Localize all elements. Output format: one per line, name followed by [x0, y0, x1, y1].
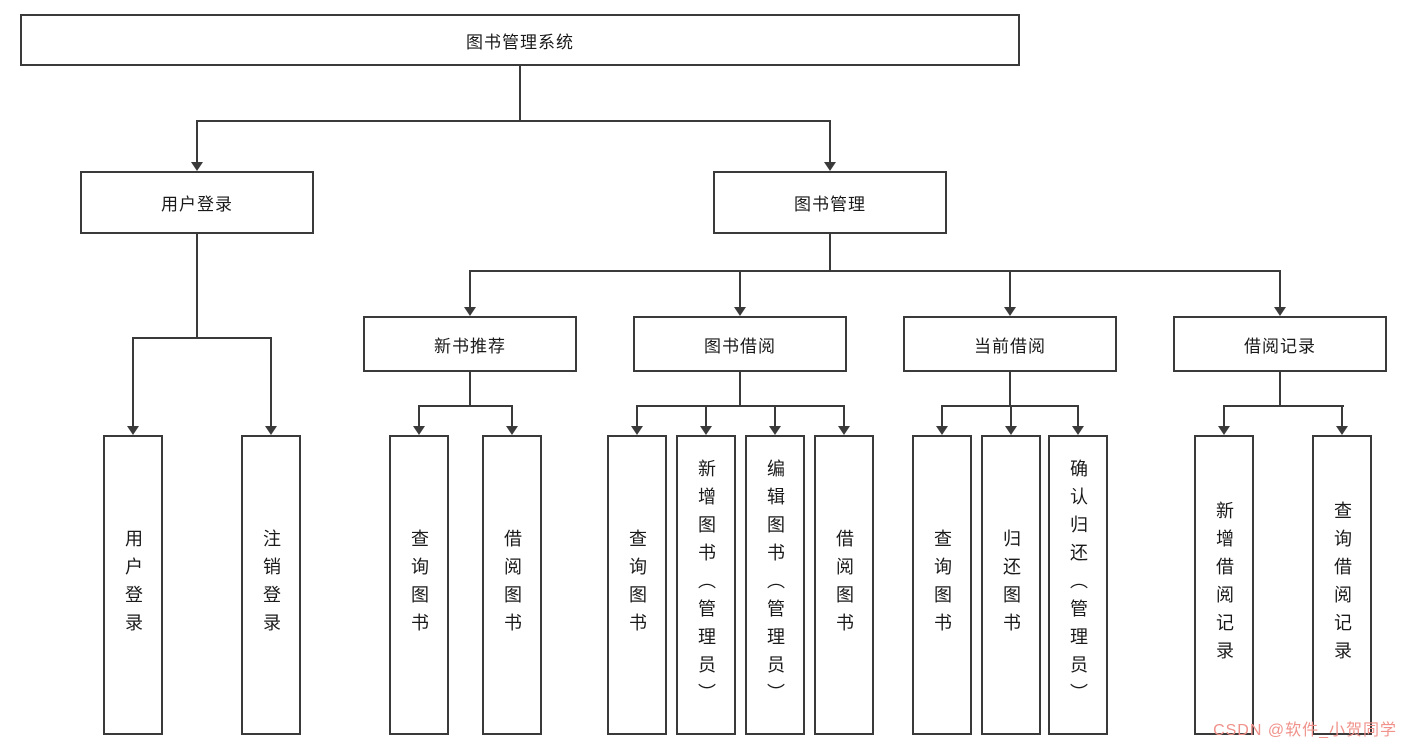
connector-root-stem — [519, 66, 521, 120]
leaf-return-book-label: 归还图书 — [1001, 529, 1021, 641]
leaf-add-borrow-record-label: 新增借阅记录 — [1214, 501, 1234, 669]
leaf-logout: 注销登录 — [241, 435, 301, 735]
leaf-edit-book-admin-label: 编辑图书（管理员） — [765, 459, 785, 711]
connector-to-book-management — [829, 120, 831, 162]
arrow-down-icon — [936, 426, 948, 435]
connector-leaf-stem — [1223, 405, 1225, 426]
node-current-borrow: 当前借阅 — [903, 316, 1117, 372]
connector-to-leaf-logout — [270, 337, 272, 426]
leaf-query-book-borrow-label: 查询图书 — [627, 529, 647, 641]
connector-user-login-stem — [196, 234, 198, 337]
arrow-down-icon — [506, 426, 518, 435]
connector-leaf-stem — [705, 405, 707, 426]
leaf-query-book-current: 查询图书 — [912, 435, 972, 735]
connector-new-book-recommend-stem — [469, 372, 471, 405]
leaf-add-book-admin: 新增图书（管理员） — [676, 435, 736, 735]
arrow-down-icon — [700, 426, 712, 435]
arrow-down-icon — [191, 162, 203, 171]
connector-current-borrow-stem — [1009, 372, 1011, 405]
arrow-down-icon — [265, 426, 277, 435]
arrow-down-icon — [631, 426, 643, 435]
arrow-down-icon — [838, 426, 850, 435]
leaf-query-book-current-label: 查询图书 — [932, 529, 952, 641]
connector-new-book-recommend-bar — [418, 405, 513, 407]
connector-leaf-stem — [941, 405, 943, 426]
connector-leaf-stem — [1010, 405, 1012, 426]
connector-to-book-borrow — [739, 270, 741, 307]
connector-leaf-stem — [511, 405, 513, 426]
connector-book-borrow-stem — [739, 372, 741, 405]
arrow-down-icon — [413, 426, 425, 435]
arrow-down-icon — [824, 162, 836, 171]
leaf-borrow-book-recommend-label: 借阅图书 — [502, 529, 522, 641]
node-user-login: 用户登录 — [80, 171, 314, 234]
leaf-add-borrow-record: 新增借阅记录 — [1194, 435, 1254, 735]
node-book-borrow: 图书借阅 — [633, 316, 847, 372]
leaf-query-borrow-record: 查询借阅记录 — [1312, 435, 1372, 735]
node-new-book-recommend: 新书推荐 — [363, 316, 577, 372]
leaf-user-login: 用户登录 — [103, 435, 163, 735]
connector-book-management-bar — [469, 270, 1281, 272]
connector-borrow-record-bar — [1223, 405, 1344, 407]
arrow-down-icon — [1072, 426, 1084, 435]
connector-to-current-borrow — [1009, 270, 1011, 307]
arrow-down-icon — [1004, 307, 1016, 316]
connector-leaf-stem — [1341, 405, 1343, 426]
leaf-borrow-book: 借阅图书 — [814, 435, 874, 735]
connector-leaf-stem — [418, 405, 420, 426]
connector-to-borrow-record — [1279, 270, 1281, 307]
arrow-down-icon — [734, 307, 746, 316]
node-library-management-system: 图书管理系统 — [20, 14, 1020, 66]
arrow-down-icon — [1218, 426, 1230, 435]
leaf-query-book-recommend-label: 查询图书 — [409, 529, 429, 641]
connector-book-management-stem — [829, 234, 831, 270]
arrow-down-icon — [1336, 426, 1348, 435]
arrow-down-icon — [127, 426, 139, 435]
connector-to-leaf-user-login — [132, 337, 134, 426]
leaf-borrow-book-recommend: 借阅图书 — [482, 435, 542, 735]
connector-leaf-stem — [636, 405, 638, 426]
node-borrow-record: 借阅记录 — [1173, 316, 1387, 372]
arrow-down-icon — [1274, 307, 1286, 316]
leaf-return-book: 归还图书 — [981, 435, 1041, 735]
leaf-query-book-recommend: 查询图书 — [389, 435, 449, 735]
connector-user-login-bar — [132, 337, 272, 339]
connector-borrow-record-stem — [1279, 372, 1281, 405]
leaf-confirm-return-admin-label: 确认归还（管理员） — [1068, 459, 1088, 711]
connector-book-borrow-bar — [636, 405, 845, 407]
csdn-watermark: CSDN @软件_小贺同学 — [1213, 722, 1397, 739]
leaf-confirm-return-admin: 确认归还（管理员） — [1048, 435, 1108, 735]
arrow-down-icon — [769, 426, 781, 435]
arrow-down-icon — [464, 307, 476, 316]
leaf-borrow-book-label: 借阅图书 — [834, 529, 854, 641]
leaf-logout-label: 注销登录 — [261, 529, 281, 641]
connector-leaf-stem — [843, 405, 845, 426]
leaf-user-login-label: 用户登录 — [123, 529, 143, 641]
connector-to-new-book-recommend — [469, 270, 471, 307]
leaf-edit-book-admin: 编辑图书（管理员） — [745, 435, 805, 735]
leaf-query-borrow-record-label: 查询借阅记录 — [1332, 501, 1352, 669]
leaf-add-book-admin-label: 新增图书（管理员） — [696, 459, 716, 711]
connector-to-user-login — [196, 120, 198, 162]
arrow-down-icon — [1005, 426, 1017, 435]
leaf-query-book-borrow: 查询图书 — [607, 435, 667, 735]
connector-root-bar — [196, 120, 831, 122]
connector-leaf-stem — [774, 405, 776, 426]
connector-leaf-stem — [1077, 405, 1079, 426]
node-book-management: 图书管理 — [713, 171, 947, 234]
